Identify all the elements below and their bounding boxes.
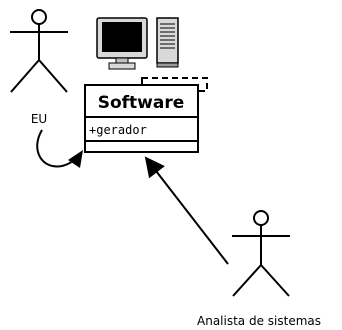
actor-analyst-left-leg (232, 264, 262, 297)
actor-eu-right-leg (38, 59, 68, 93)
class-attribute: +gerador (89, 123, 147, 137)
class-name: Software (98, 93, 185, 113)
server-tower-icon (156, 17, 179, 68)
analyst-to-class-arrow (144, 156, 229, 265)
actor-analyst[interactable]: Analista de sistemas (197, 210, 321, 328)
computer-icon (96, 17, 148, 70)
actor-analyst-head (253, 210, 269, 226)
software-class[interactable]: Software +gerador (84, 84, 199, 153)
actor-analyst-label: Analista de sistemas (197, 314, 321, 328)
eu-self-loop-arrowhead (68, 150, 83, 168)
actor-eu-head (31, 9, 47, 25)
actor-eu[interactable]: EU (10, 9, 68, 126)
actor-analyst-right-leg (260, 264, 290, 297)
actor-eu-label: EU (31, 112, 47, 126)
actor-eu-left-leg (10, 59, 40, 93)
